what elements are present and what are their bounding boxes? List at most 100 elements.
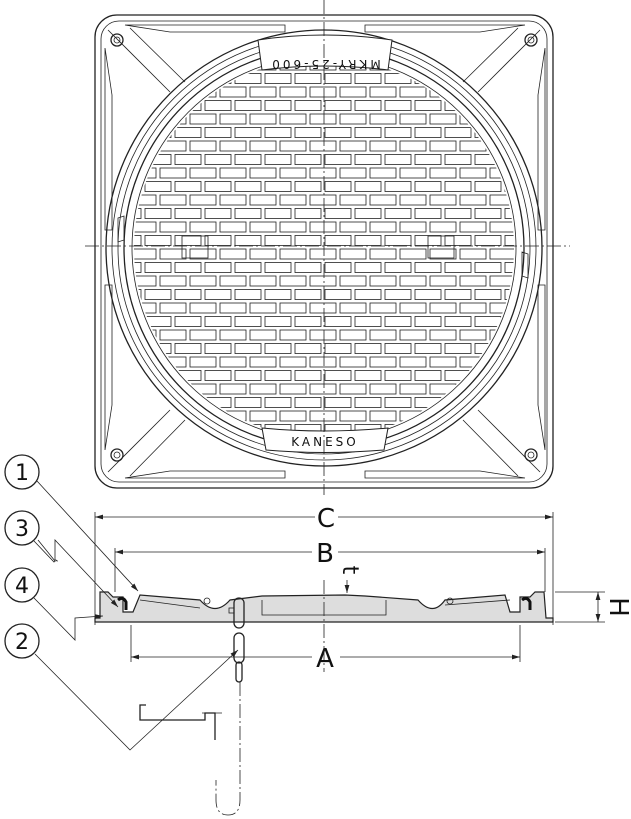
grate-brick xyxy=(414,289,442,300)
grate-brick xyxy=(100,384,126,394)
grate-brick xyxy=(384,208,412,219)
grate-brick xyxy=(294,397,322,408)
grate-brick xyxy=(384,370,412,381)
grate-brick xyxy=(535,263,561,273)
grate-brick xyxy=(535,182,561,192)
grate-brick xyxy=(414,100,442,111)
grate-brick xyxy=(339,167,367,179)
grate-brick xyxy=(100,411,126,421)
grate-brick xyxy=(309,140,337,152)
grate-brick xyxy=(384,343,412,354)
callouts: 1 3 4 2 xyxy=(4,454,239,751)
grate-brick xyxy=(219,410,247,422)
grate-brick xyxy=(339,140,367,152)
grate-brick xyxy=(324,316,352,327)
grate-brick xyxy=(520,438,546,448)
grate-brick xyxy=(384,289,412,300)
grate-brick xyxy=(264,127,292,138)
grate-brick xyxy=(520,384,546,394)
grate-brick xyxy=(85,155,111,165)
grate-brick xyxy=(219,113,247,125)
grate-brick xyxy=(264,235,292,246)
grate-brick xyxy=(294,316,322,327)
grate-brick xyxy=(309,329,337,341)
grate-brick xyxy=(85,371,111,381)
grate-brick xyxy=(294,289,322,300)
callout-4 xyxy=(4,567,40,603)
chain-and-hook xyxy=(139,597,245,816)
grate-brick xyxy=(429,275,457,287)
grate-brick xyxy=(369,113,397,125)
grate-brick xyxy=(144,154,172,165)
grate-brick xyxy=(339,113,367,125)
grate-brick xyxy=(309,167,337,179)
dimensions: C B A H t xyxy=(94,504,631,674)
grate-brick xyxy=(100,168,126,178)
grate-brick xyxy=(535,74,561,84)
grate-brick xyxy=(100,438,126,448)
grate-brick xyxy=(354,73,382,84)
grate-brick xyxy=(100,357,126,367)
grate-brick xyxy=(399,86,427,98)
grate-brick xyxy=(399,194,427,206)
grate-brick xyxy=(264,181,292,192)
grate-brick xyxy=(309,194,337,206)
grate-brick xyxy=(249,329,277,341)
grate-brick xyxy=(189,437,217,438)
grate-brick xyxy=(100,87,126,97)
grate-brick xyxy=(489,437,514,438)
grate-brick xyxy=(134,275,157,287)
grate-brick xyxy=(429,248,457,260)
grate-brick xyxy=(474,181,502,192)
grate-brick xyxy=(414,181,442,192)
grate-brick xyxy=(294,100,322,111)
grate-brick xyxy=(219,167,247,179)
maker-text: KANESO xyxy=(291,435,359,449)
grate-brick xyxy=(219,221,247,233)
grate-brick xyxy=(279,383,307,395)
grate-brick xyxy=(219,383,247,395)
grate-brick xyxy=(279,275,307,287)
grate-brick xyxy=(85,290,111,300)
grate-brick xyxy=(429,167,457,179)
grate-brick xyxy=(339,383,367,395)
grate-brick xyxy=(189,113,217,125)
grate-brick xyxy=(535,155,561,165)
grate-brick xyxy=(174,154,202,165)
svg-text:4: 4 xyxy=(15,574,29,599)
grate-brick xyxy=(535,344,561,354)
grate-brick xyxy=(159,86,187,98)
grate-brick xyxy=(459,221,487,233)
grate-brick xyxy=(459,140,487,152)
grate-brick xyxy=(324,154,352,165)
grate-brick xyxy=(204,397,232,408)
grate-brick xyxy=(264,316,292,327)
grate-brick xyxy=(520,222,546,232)
grate-brick xyxy=(309,113,337,125)
grate-brick xyxy=(144,208,172,219)
frame-inner xyxy=(100,20,548,483)
grate-brick xyxy=(85,182,111,192)
grate-brick xyxy=(489,59,514,71)
grate-brick xyxy=(234,343,262,354)
grate-brick xyxy=(429,356,457,368)
grate-brick xyxy=(249,167,277,179)
grate-brick xyxy=(339,410,367,422)
grate-brick xyxy=(264,262,292,273)
grate-brick xyxy=(174,370,202,381)
grate-brick xyxy=(134,397,142,408)
grate-brick xyxy=(219,329,247,341)
grate-brick xyxy=(189,275,217,287)
grate-brick xyxy=(384,181,412,192)
grate-brick xyxy=(85,344,111,354)
grate-brick xyxy=(159,356,187,368)
grate-brick xyxy=(489,167,514,179)
section-view xyxy=(94,580,554,672)
grate-brick xyxy=(429,221,457,233)
grate-brick xyxy=(459,167,487,179)
grate-brick xyxy=(339,356,367,368)
grate-brick xyxy=(535,425,561,435)
grate-brick xyxy=(144,424,172,435)
grate-brick xyxy=(309,410,337,422)
grate-brick xyxy=(324,289,352,300)
